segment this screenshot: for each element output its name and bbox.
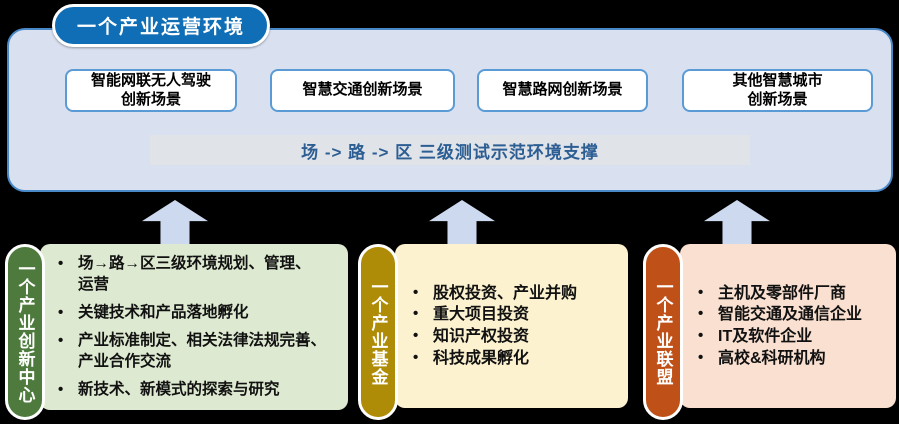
industry-alliance-list: 主机及零部件厂商 智能交通及通信企业 IT及软件企业 高校&科研机构 bbox=[694, 283, 890, 369]
industry-fund-list: 股权投资、产业并购 重大项目投资 知识产权投资 科技成果孵化 bbox=[409, 283, 622, 369]
list-item: 知识产权投资 bbox=[409, 326, 622, 348]
industry-alliance-box: 主机及零部件厂商 智能交通及通信企业 IT及软件企业 高校&科研机构 bbox=[680, 244, 896, 408]
list-item: 股权投资、产业并购 bbox=[409, 283, 622, 305]
operating-environment-title: 一个产业运营环境 bbox=[76, 17, 245, 38]
innovation-center-list: 场→路→区三级环境规划、管理、 运营 关键技术和产品落地孵化 产业标准制定、相关… bbox=[54, 254, 340, 401]
support-bar-label: 场 -> 路 -> 区 三级测试示范环境支撑 bbox=[301, 142, 599, 162]
list-item: 新技术、新模式的探索与研究 bbox=[54, 380, 340, 401]
list-item: 场→路→区三级环境规划、管理、 运营 bbox=[54, 254, 340, 296]
innovation-center-box: 场→路→区三级环境规划、管理、 运营 关键技术和产品落地孵化 产业标准制定、相关… bbox=[40, 244, 348, 410]
up-arrow-icon bbox=[429, 200, 495, 244]
list-item: 产业标准制定、相关法律法规完善、 产业合作交流 bbox=[54, 331, 340, 373]
list-item: 智能交通及通信企业 bbox=[694, 304, 890, 326]
list-item: 高校&科研机构 bbox=[694, 348, 890, 370]
scenario-box-smart-traffic: 智慧交通创新场景 bbox=[270, 69, 455, 112]
scenario-label: 其他智慧城市 创新场景 bbox=[732, 71, 823, 108]
scenario-box-autonomous-driving: 智能网联无人驾驶 创新场景 bbox=[65, 69, 237, 112]
innovation-center-title-pill: 一个产业创新中心 bbox=[5, 244, 45, 420]
industry-alliance-title: 一个产业联盟 bbox=[653, 278, 673, 386]
industry-fund-box: 股权投资、产业并购 重大项目投资 知识产权投资 科技成果孵化 bbox=[395, 244, 628, 408]
innovation-center-title: 一个产业创新中心 bbox=[15, 260, 35, 404]
industry-fund-title: 一个产业基金 bbox=[368, 278, 388, 386]
list-item: 科技成果孵化 bbox=[409, 348, 622, 370]
industry-fund-title-pill: 一个产业基金 bbox=[358, 244, 398, 420]
list-item: 重大项目投资 bbox=[409, 304, 622, 326]
list-item: 关键技术和产品落地孵化 bbox=[54, 303, 340, 324]
up-arrow-icon bbox=[704, 200, 770, 244]
list-item: 主机及零部件厂商 bbox=[694, 283, 890, 305]
scenario-box-other-smart-city: 其他智慧城市 创新场景 bbox=[682, 69, 873, 112]
operating-environment-title-pill: 一个产业运营环境 bbox=[52, 4, 270, 47]
test-environment-support-bar: 场 -> 路 -> 区 三级测试示范环境支撑 bbox=[150, 135, 750, 165]
scenario-box-smart-road-network: 智慧路网创新场景 bbox=[477, 69, 648, 112]
scenario-label: 智慧路网创新场景 bbox=[502, 81, 623, 99]
scenario-label: 智慧交通创新场景 bbox=[302, 81, 423, 99]
list-item: IT及软件企业 bbox=[694, 326, 890, 348]
scenario-label: 智能网联无人驾驶 创新场景 bbox=[90, 71, 211, 108]
up-arrow-icon bbox=[142, 200, 208, 244]
industry-alliance-title-pill: 一个产业联盟 bbox=[643, 244, 683, 420]
